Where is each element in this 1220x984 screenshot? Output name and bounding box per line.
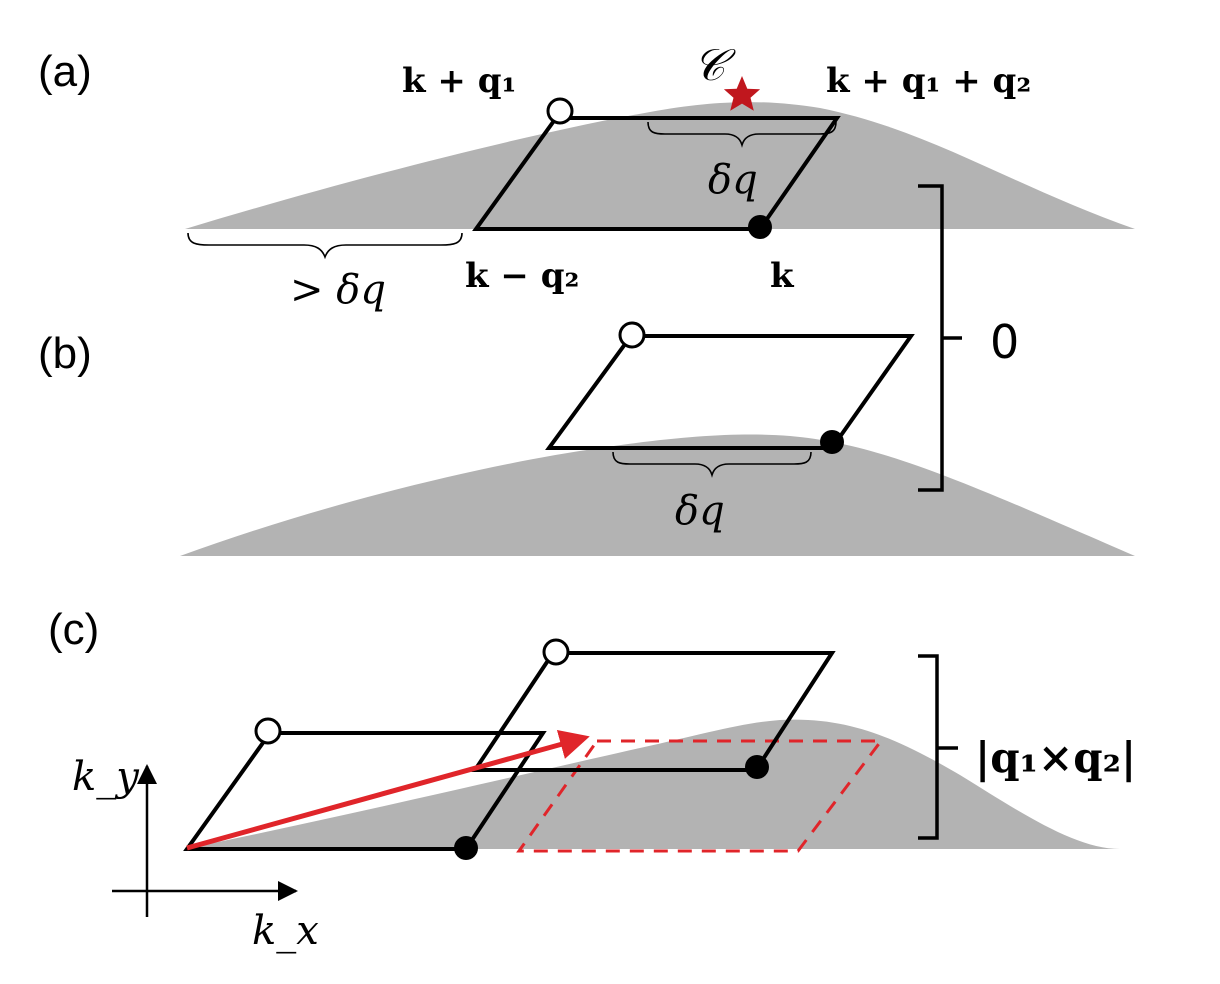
panel-a-label-kq1: k + q₁ bbox=[402, 61, 516, 101]
panel-b-filled-vertex bbox=[820, 430, 844, 454]
panel-c-result: |q₁×q₂| bbox=[975, 733, 1136, 782]
panel-a-label: (a) bbox=[38, 47, 92, 96]
panel-c-right-filled-vertex bbox=[745, 755, 769, 779]
ab-result: 0 bbox=[990, 315, 1019, 369]
panel-a-label-kmq2: k − q₂ bbox=[465, 256, 579, 296]
panel-b-brace bbox=[612, 451, 812, 478]
panel-b: (b) δq bbox=[38, 321, 1135, 556]
axis-x-label: k_x bbox=[252, 908, 319, 954]
panel-a-brace-top bbox=[647, 121, 837, 148]
panel-c: (c) |q₁×q₂| k_y k_x bbox=[48, 605, 1136, 954]
panel-a-star bbox=[723, 76, 761, 111]
panel-b-label: (b) bbox=[38, 329, 92, 378]
axis-y-label: k_y bbox=[72, 754, 140, 800]
panel-c-left-filled-vertex bbox=[454, 836, 478, 860]
panel-c-bracket bbox=[918, 654, 958, 840]
panel-a-brace-top-label: δq bbox=[708, 157, 758, 203]
panel-c-right-open-vertex bbox=[542, 638, 570, 666]
panel-c-red-arrow bbox=[186, 729, 590, 851]
panel-a-open-vertex bbox=[546, 97, 574, 125]
panel-b-parallelogram bbox=[545, 334, 915, 450]
ab-bracket-shape bbox=[918, 184, 962, 492]
panel-a-label-kq1q2: k + q₁ + q₂ bbox=[826, 61, 1031, 101]
panel-b-gray-region bbox=[180, 434, 1135, 556]
panel-a: (a) 𝒞 k + q₁ k + q₁ + q₂ k − q₂ k δq > δ… bbox=[38, 40, 1135, 313]
panel-c-gray-region bbox=[185, 719, 1120, 849]
panel-a-brace-left-label: > δq bbox=[290, 267, 386, 313]
panel-c-red-dashed-parallelogram bbox=[516, 739, 885, 853]
panel-c-label: (c) bbox=[48, 605, 99, 654]
panel-b-brace-label: δq bbox=[675, 488, 725, 534]
panel-a-gray-region bbox=[185, 102, 1135, 229]
panel-b-open-vertex bbox=[618, 321, 646, 349]
panel-a-curve-symbol: 𝒞 bbox=[693, 40, 736, 91]
panel-a-brace-left bbox=[187, 232, 463, 260]
ab-bracket: 0 bbox=[918, 184, 1019, 492]
panel-a-filled-vertex bbox=[748, 215, 772, 239]
panel-c-left-open-vertex bbox=[254, 717, 282, 745]
panel-a-label-k: k bbox=[770, 256, 795, 296]
